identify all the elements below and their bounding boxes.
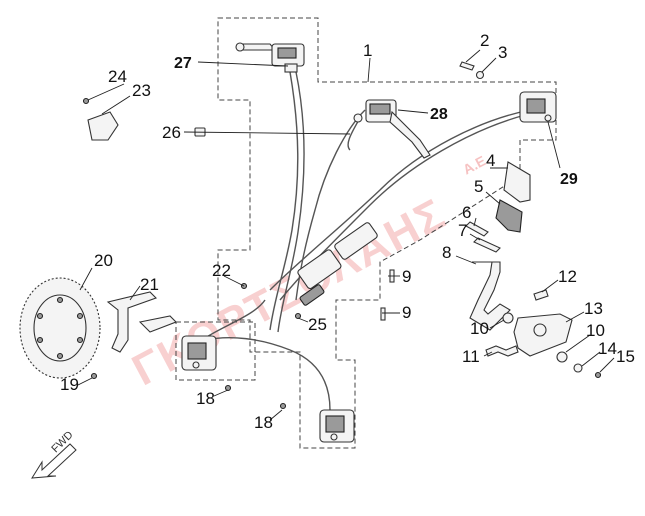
bolts-9 — [380, 269, 395, 321]
front-master-cylinder — [235, 42, 305, 73]
callout-12: 12 — [558, 267, 577, 286]
hose-junction — [297, 222, 378, 306]
arrow-down-left-icon — [31, 443, 77, 479]
callout-11: 11 — [462, 347, 480, 366]
callout-2: 2 — [480, 31, 489, 50]
callout-13: 13 — [584, 299, 603, 318]
callout-8: 8 — [442, 243, 451, 262]
washers — [502, 312, 602, 379]
screw-and-washer-top — [459, 61, 485, 80]
brake-pads-set — [465, 161, 531, 253]
callout-25: 25 — [308, 315, 327, 334]
callout-29: 29 — [560, 171, 578, 188]
callout-22: 22 — [212, 261, 231, 280]
caliper-left — [181, 335, 217, 371]
callout-18-bottom: 18 — [254, 413, 273, 432]
return-spring — [485, 345, 519, 357]
callout-9-lower: 9 — [402, 303, 411, 322]
watermark-text: ΓΚΟΡΤΣΟΛΑΗΣ — [124, 189, 454, 395]
pedal-linkage — [513, 289, 573, 357]
callout-18-left: 18 — [196, 389, 215, 408]
callout-14: 14 — [598, 339, 617, 358]
callout-1: 1 — [363, 41, 372, 60]
callout-15: 15 — [616, 347, 635, 366]
brake-disc — [19, 277, 101, 379]
callout-21: 21 — [140, 275, 159, 294]
callout-27: 27 — [174, 55, 192, 72]
callout-10-right: 10 — [586, 321, 605, 340]
caliper-outline — [175, 321, 256, 381]
callout-24: 24 — [108, 67, 127, 86]
rear-master-cylinder — [353, 99, 431, 159]
callout-3: 3 — [498, 43, 507, 62]
callout-28: 28 — [430, 106, 448, 123]
assembly-outline — [217, 17, 557, 449]
caliper-bottom — [319, 409, 355, 443]
callout-10-left: 10 — [470, 319, 489, 338]
callout-20: 20 — [94, 251, 113, 270]
callout-6: 6 — [462, 203, 471, 222]
callout-labels: 27 1 2 3 28 29 26 24 23 4 5 6 7 8 9 9 12… — [60, 31, 635, 432]
callout-4: 4 — [486, 151, 495, 170]
callout-19: 19 — [60, 375, 79, 394]
callout-23: 23 — [132, 81, 151, 100]
callout-26: 26 — [162, 123, 181, 142]
callout-9-upper: 9 — [402, 267, 411, 286]
brake-pedal — [469, 261, 511, 331]
forward-direction-indicator: FWD — [31, 429, 77, 479]
reservoir-cover — [82, 97, 119, 141]
caliper-top-right — [519, 91, 557, 123]
callout-7: 7 — [458, 221, 467, 240]
leader-lines — [77, 49, 615, 421]
callout-5: 5 — [474, 177, 483, 196]
caliper-bracket — [106, 291, 177, 353]
